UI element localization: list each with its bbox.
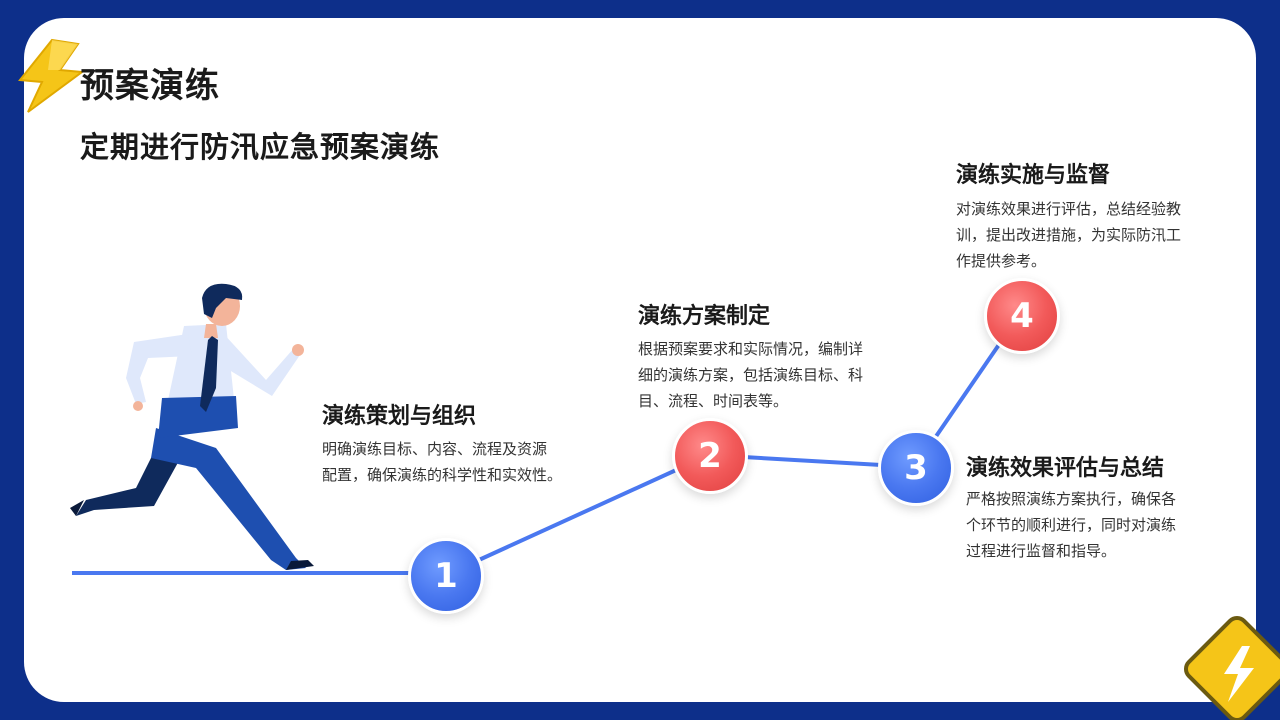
step-3-desc-line: 严格按照演练方案执行，确保各 bbox=[966, 490, 1177, 508]
running-businessman-illustration bbox=[70, 283, 314, 570]
step-2-desc-line: 目、流程、时间表等。 bbox=[638, 392, 789, 410]
step-3-title: 演练效果评估与总结 bbox=[966, 456, 1165, 481]
step-2-title: 演练方案制定 bbox=[638, 304, 771, 329]
step-4-badge: 4 bbox=[984, 278, 1060, 354]
page-subtitle: 定期进行防汛应急预案演练 bbox=[80, 130, 441, 164]
step-4-desc-line: 作提供参考。 bbox=[956, 252, 1047, 270]
step-4-desc-line: 训，提出改进措施，为实际防汛工 bbox=[956, 226, 1182, 244]
lightning-bolt-icon bbox=[18, 38, 85, 113]
step-1-desc-line: 明确演练目标、内容、流程及资源 bbox=[322, 440, 548, 458]
step-3-badge: 3 bbox=[878, 430, 954, 506]
step-1-desc-line: 配置，确保演练的科学性和实效性。 bbox=[322, 466, 563, 484]
step-4-desc-line: 对演练效果进行评估，总结经验教 bbox=[956, 200, 1182, 218]
step-1-badge: 1 bbox=[408, 538, 484, 614]
step-3-desc-line: 过程进行监督和指导。 bbox=[966, 542, 1117, 560]
step-2-desc-line: 细的演练方案，包括演练目标、科 bbox=[638, 366, 864, 384]
step-1-title: 演练策划与组织 bbox=[322, 404, 477, 429]
step-2-badge: 2 bbox=[672, 418, 748, 494]
lightning-bolt-badge-icon bbox=[1183, 615, 1280, 720]
step-4-description: 对演练效果进行评估，总结经验教 训，提出改进措施，为实际防汛工 作提供参考。 bbox=[956, 196, 1181, 274]
step-3-desc-line: 个环节的顺利进行，同时对演练 bbox=[966, 516, 1177, 534]
step-2-description: 根据预案要求和实际情况，编制详 细的演练方案，包括演练目标、科 目、流程、时间表… bbox=[638, 336, 863, 414]
page-title: 预案演练 bbox=[80, 66, 220, 106]
step-2-desc-line: 根据预案要求和实际情况，编制详 bbox=[638, 340, 864, 358]
step-3-description: 严格按照演练方案执行，确保各 个环节的顺利进行，同时对演练 过程进行监督和指导。 bbox=[966, 486, 1176, 564]
step-4-title: 演练实施与监督 bbox=[956, 163, 1111, 188]
step-1-description: 明确演练目标、内容、流程及资源 配置，确保演练的科学性和实效性。 bbox=[322, 436, 562, 488]
